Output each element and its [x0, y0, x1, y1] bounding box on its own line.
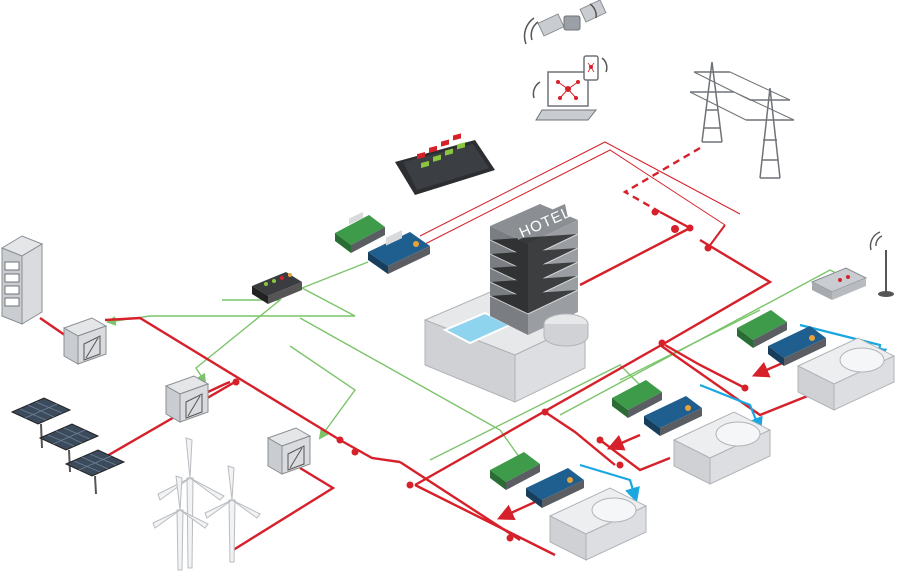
inverter-box-icon: [266, 427, 312, 475]
battery-cabinet-icon: [0, 235, 44, 325]
io-module-icon: [810, 267, 868, 300]
io-module-icon: [252, 272, 302, 304]
hotel-building-icon: HOTEL: [423, 204, 589, 403]
power-lines: [39, 141, 811, 557]
laptop-icon: [532, 71, 598, 121]
antenna-icon: [869, 231, 894, 297]
inverter-box-icon: [62, 317, 108, 365]
satellite-icon: [523, 0, 607, 45]
power-transmission-tower-icon: [689, 61, 795, 179]
generator-icon: [796, 337, 896, 411]
junction-dots: [232, 208, 749, 542]
controller-module-icon: [368, 230, 430, 274]
controller-module-icon: [335, 211, 385, 253]
smartphone-icon: [583, 55, 608, 81]
generator-icon: [672, 411, 772, 485]
inverter-box-icon: [164, 375, 210, 423]
control-lines: [106, 261, 841, 461]
controller-module-icon: [612, 380, 662, 418]
controller-module-icon: [644, 396, 702, 436]
controller-module-icon: [737, 310, 787, 348]
solar-panel-icon: [10, 397, 126, 495]
wind-turbine-icon: [152, 437, 261, 571]
controller-module-icon: [526, 468, 584, 508]
touchscreen-display-icon: [395, 133, 495, 195]
controller-module-icon: [768, 326, 826, 366]
generator-icon: [548, 487, 648, 561]
controller-module-icon: [490, 452, 540, 490]
